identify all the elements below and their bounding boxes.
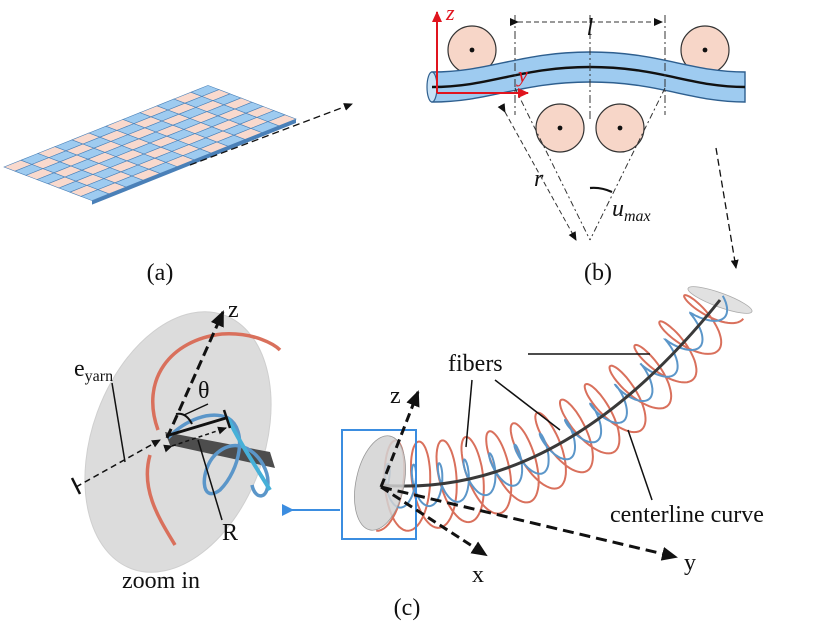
fabric-arrow — [189, 103, 353, 166]
zoom-detail: z θ R eyarn zoom in — [70, 297, 282, 594]
R-leader — [197, 439, 223, 521]
panel-a: (a) — [3, 85, 353, 286]
zoom-fiber-cyan — [226, 417, 272, 492]
fibers-label: fibers — [448, 351, 503, 377]
axis-z-c — [379, 390, 420, 488]
theta-arc — [175, 412, 193, 425]
eyarn-leader — [111, 382, 126, 463]
fiber-blue-helix — [384, 295, 729, 509]
fiber-red-helix — [376, 294, 745, 532]
radius-line-right — [589, 87, 666, 241]
caption-a: (a) — [147, 260, 174, 286]
eyarn-end-tick — [70, 477, 82, 495]
fibers-leader-2 — [494, 379, 561, 431]
axis-z-c-label: z — [390, 383, 401, 409]
R-dim — [163, 426, 227, 453]
radius-label: r — [534, 166, 544, 192]
radius-dim — [497, 103, 577, 241]
yarn-tube — [431, 51, 746, 103]
zoom-axis-z-label: z — [228, 297, 239, 323]
fabric-edge — [92, 119, 296, 205]
link-arrow-b-to-c — [715, 147, 739, 269]
roller-bottom-left — [535, 103, 585, 153]
R-label: R — [222, 520, 238, 546]
axis-z-b-label: z — [445, 0, 455, 25]
eyarn-dim — [75, 439, 161, 488]
length-label: l — [587, 15, 594, 41]
angle-label: umax — [612, 196, 651, 225]
end-disk-near — [354, 435, 406, 531]
theta-leader — [183, 403, 209, 416]
centerline-label: centerline curve — [610, 502, 764, 528]
zoom-in-label: zoom in — [122, 568, 200, 594]
centerline-leader — [627, 429, 653, 501]
axis-x-c — [380, 485, 488, 557]
angle-arc — [589, 186, 613, 194]
theta-label: θ — [198, 378, 210, 404]
roller-bottom-right — [595, 103, 645, 153]
axis-y-b-label: y — [516, 62, 528, 87]
zoom-axis-z — [165, 310, 225, 439]
eyarn-label: eyarn — [74, 356, 113, 385]
centerline-curve — [379, 299, 722, 488]
panel-c: z x y fibers centerline curve z — [70, 286, 764, 621]
caption-b: (b) — [584, 260, 612, 286]
panel-b: l r umax z y (b) — [426, 0, 746, 286]
axis-x-c-label: x — [472, 562, 484, 588]
woven-fabric — [3, 85, 297, 205]
zoom-box — [341, 429, 417, 540]
axis-y-c-label: y — [684, 550, 696, 576]
zoom-radius-tick — [222, 409, 232, 429]
caption-c: (c) — [394, 595, 421, 621]
zoom-fiber-red — [145, 332, 282, 546]
fibers-leader-1 — [465, 379, 473, 448]
